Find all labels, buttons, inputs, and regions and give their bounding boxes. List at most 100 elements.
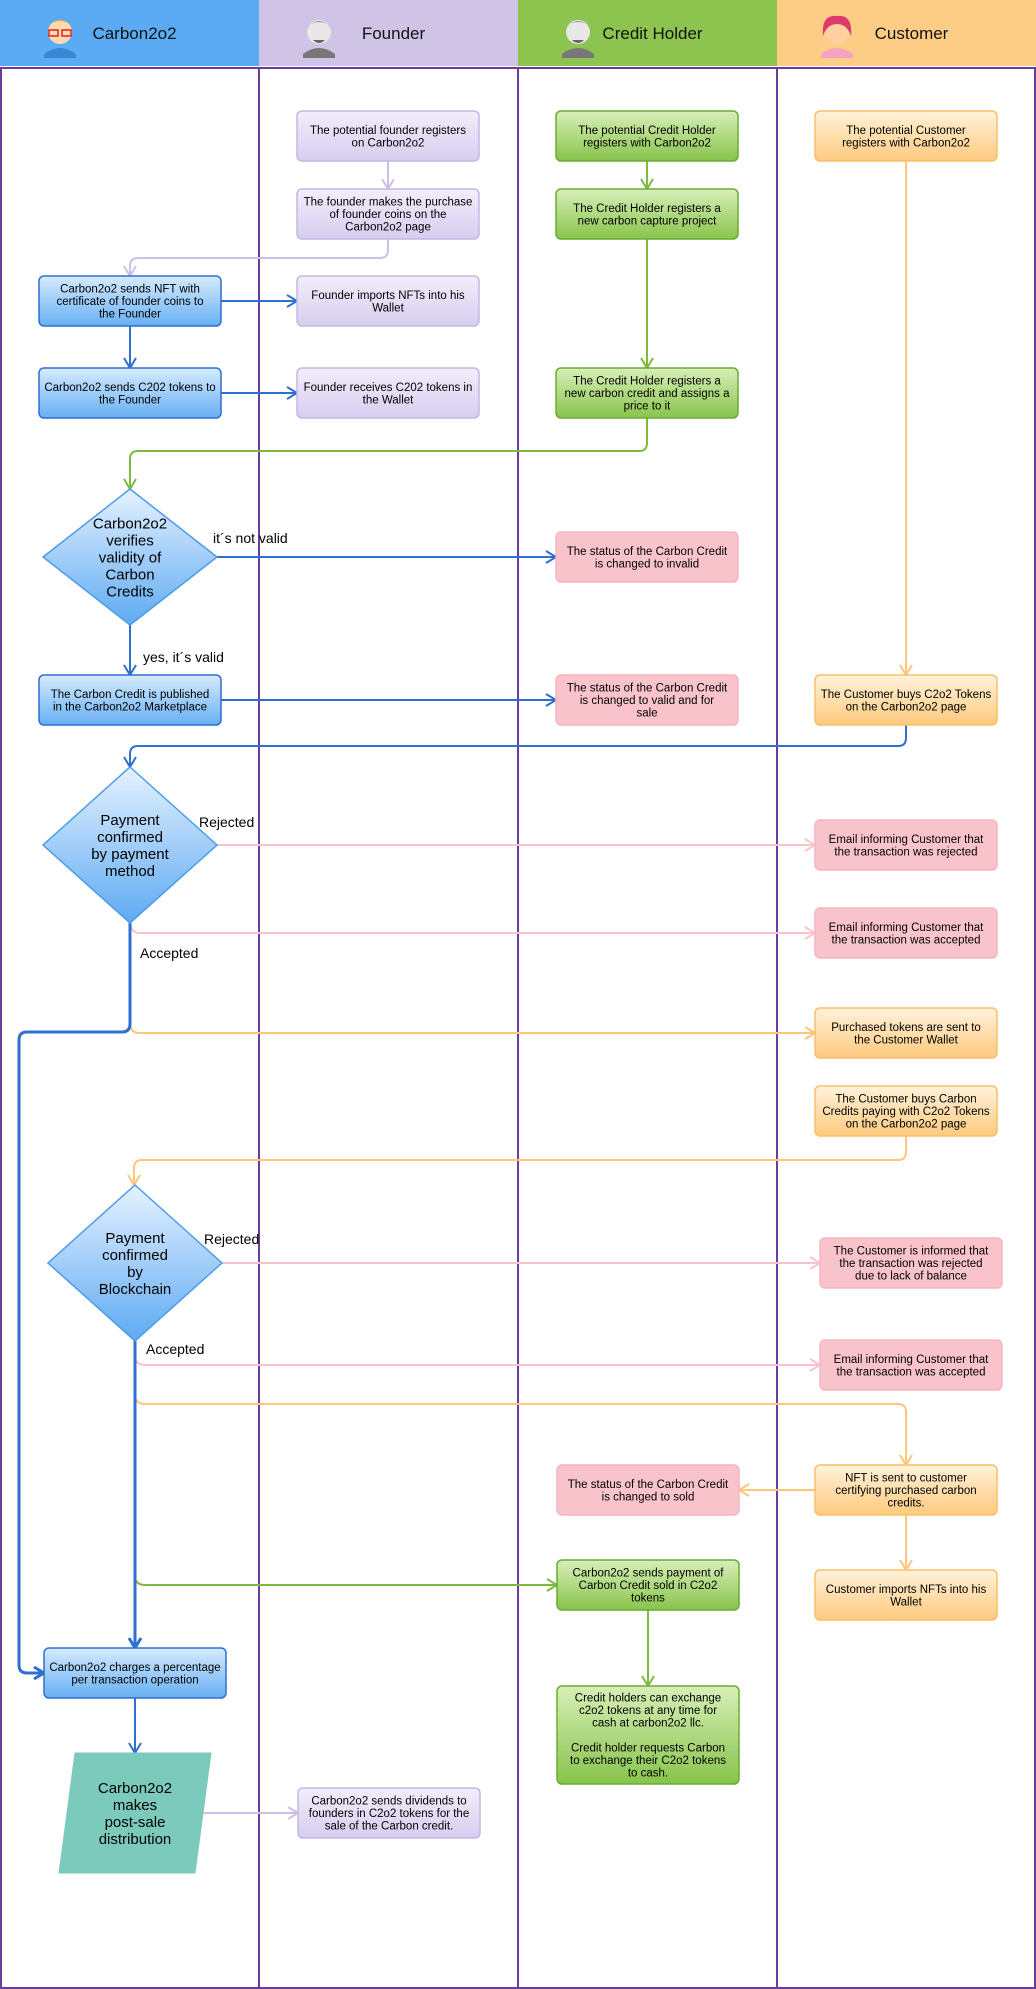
lane-credit-holder: Credit Holder: [518, 0, 777, 66]
process-box: [814, 1085, 998, 1137]
process-box: [814, 1007, 998, 1059]
connector-f2-c1: [123, 239, 389, 278]
connector-line: [134, 1341, 820, 1366]
lane-header: [777, 0, 1036, 66]
connector-c3-h5: [221, 693, 558, 707]
process-box: [819, 1339, 1003, 1391]
lane-header: [518, 0, 777, 66]
avatar-grey-man-icon: [562, 20, 594, 58]
lane-founder: Founder: [259, 0, 518, 66]
connector-line: [134, 1341, 557, 1586]
lane-customer: Customer: [777, 0, 1036, 66]
avatar-woman-icon: [821, 15, 853, 58]
data-parallelogram: [58, 1752, 212, 1874]
process-box: [819, 1237, 1003, 1289]
connector-d3-u8: [134, 1341, 822, 1372]
connector-d3-u9: [134, 1341, 913, 1467]
process-box: [38, 275, 222, 327]
connector-c5-f5: [195, 1806, 300, 1820]
connector-d3-u7: [222, 1256, 822, 1270]
edge-label-accepted-1: Accepted: [140, 945, 198, 961]
process-box: [814, 1569, 998, 1621]
connector-d1-c3: [123, 625, 137, 677]
connector-line: [129, 239, 389, 276]
edge-label-valid: yes, it´s valid: [143, 649, 224, 665]
process-box: [814, 674, 998, 726]
connector-line: [129, 725, 907, 767]
process-box: [814, 1464, 998, 1516]
connector-u1-u2: [899, 161, 913, 677]
edge-label-not-valid: it´s not valid: [213, 530, 288, 546]
process-box: [297, 1787, 481, 1839]
edge-label-accepted-2: Accepted: [146, 1341, 204, 1357]
process-box: [296, 367, 480, 419]
connector-h3-d1: [123, 418, 648, 491]
process-box: [38, 674, 222, 726]
process-box: [38, 367, 222, 419]
connector-line: [129, 418, 648, 489]
process-box: [555, 674, 739, 726]
connector-h2-h3: [640, 239, 654, 370]
connector-d3-c4: [127, 1341, 143, 1651]
connector-d2-u3: [217, 838, 817, 852]
process-box: [43, 1647, 227, 1699]
lane-title: Credit Holder: [602, 24, 702, 43]
connector-d3-h7: [134, 1341, 559, 1592]
connector-line: [129, 923, 815, 1034]
process-box: [814, 907, 998, 959]
process-box: [555, 367, 739, 419]
connector-h1-h2: [640, 161, 654, 191]
connector-d1-h4: [217, 550, 558, 564]
process-box: [814, 110, 998, 162]
connector-f1-f2: [381, 161, 395, 191]
process-box: [556, 1559, 740, 1611]
edge-label-rejected-1: Rejected: [199, 814, 254, 830]
connector-line: [129, 922, 815, 934]
process-box: [555, 531, 739, 583]
avatar-grey-man-icon: [303, 20, 335, 58]
lane-title: Customer: [875, 24, 949, 43]
avatar-glasses-icon: [44, 20, 76, 58]
